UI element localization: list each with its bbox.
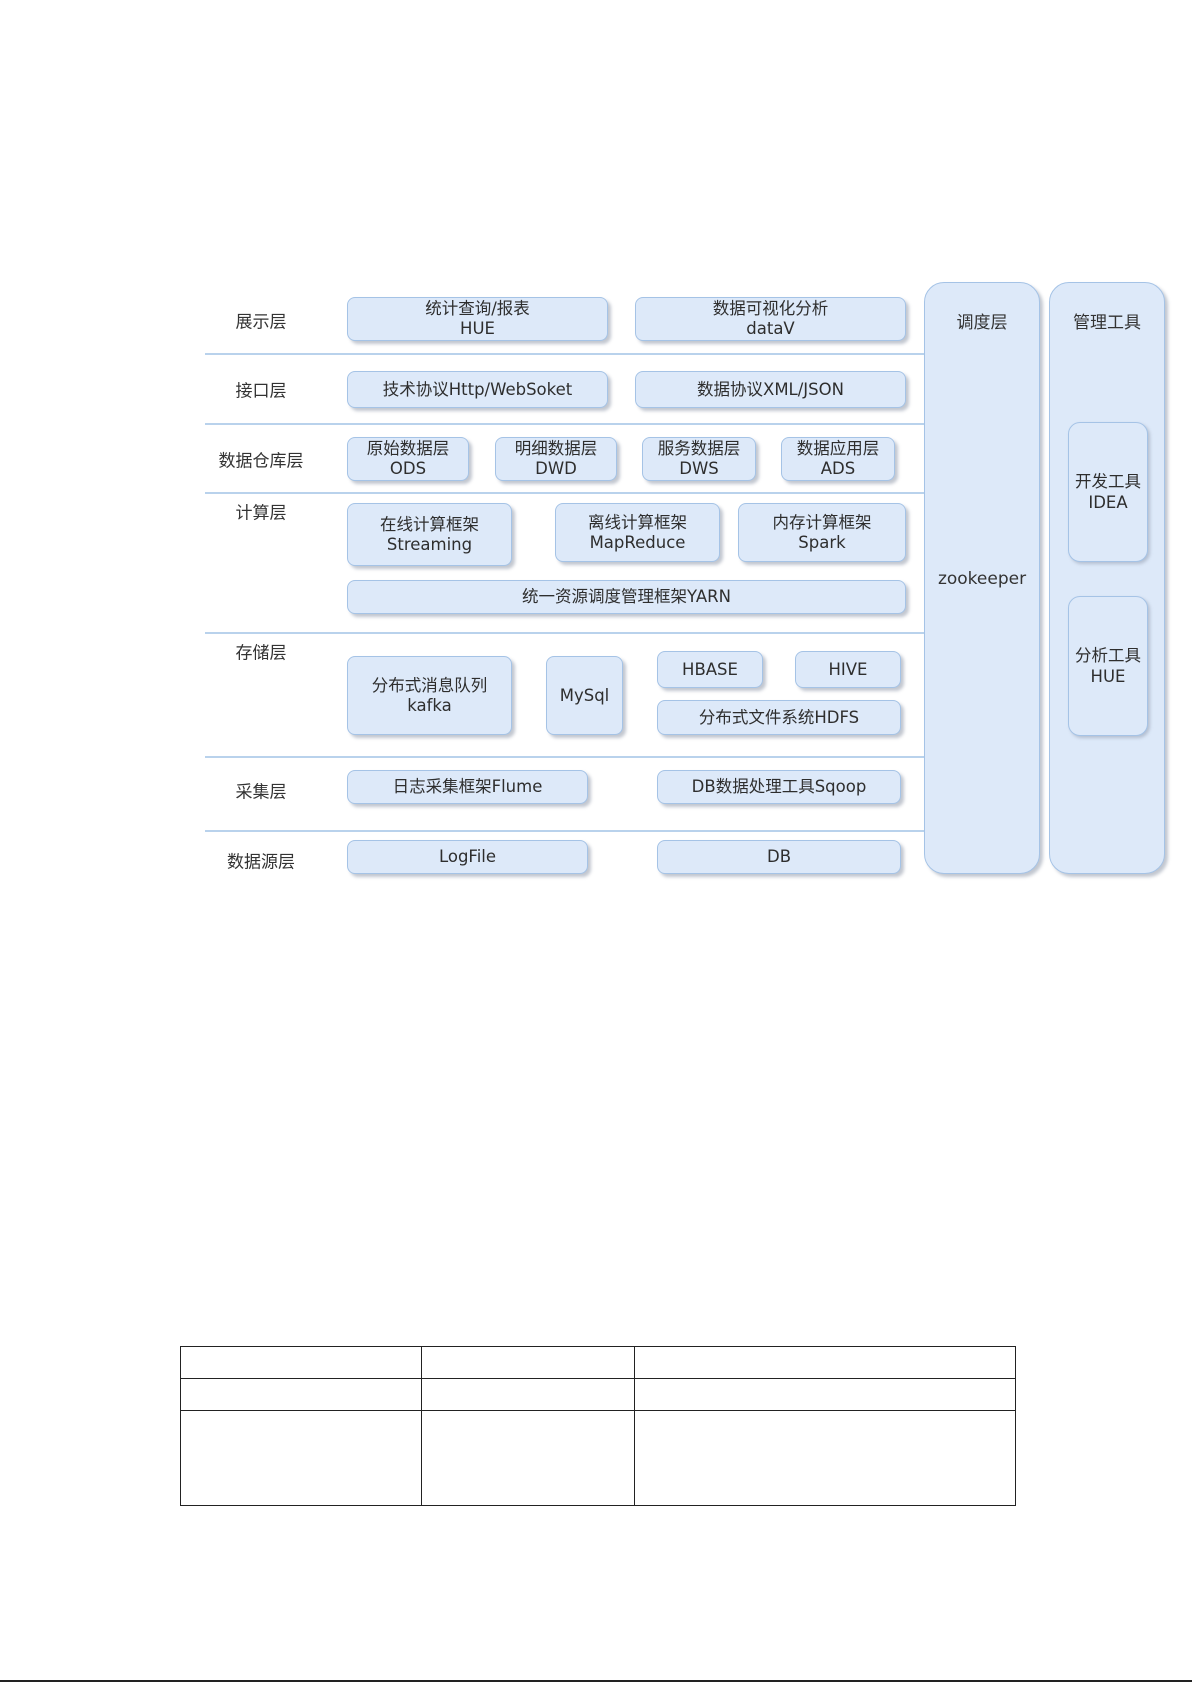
box-data-protocol: 数据协议XML/JSON xyxy=(635,371,906,408)
scheduler-title: 调度层 xyxy=(956,313,1008,333)
box-line: 原始数据层 xyxy=(366,439,450,458)
box-db: DB xyxy=(657,840,901,874)
box-hbase: HBASE xyxy=(657,651,763,688)
management-title: 管理工具 xyxy=(1073,313,1141,333)
box-mapreduce: 离线计算框架 MapReduce xyxy=(555,503,720,562)
layer-label-interface: 接口层 xyxy=(235,381,287,402)
box-line: Streaming xyxy=(386,534,473,554)
table-row xyxy=(180,1410,1016,1506)
box-line: ADS xyxy=(820,459,856,478)
box-hive: HIVE xyxy=(795,651,901,688)
separator-line xyxy=(205,756,930,758)
table-cell xyxy=(421,1378,635,1411)
management-column: 管理工具 开发工具 IDEA 分析工具 HUE xyxy=(1049,282,1165,874)
table-cell xyxy=(180,1410,422,1506)
separator-line xyxy=(205,353,930,355)
box-line: 离线计算框架 xyxy=(588,512,687,532)
box-line: HUE xyxy=(1090,667,1126,686)
layer-label-storage: 存储层 xyxy=(235,643,287,664)
table-cell xyxy=(180,1346,422,1379)
dev-tool-box: 开发工具 IDEA xyxy=(1068,422,1148,562)
box-line: HUE xyxy=(460,319,495,338)
box-line: dataV xyxy=(746,319,795,338)
box-spark: 内存计算框架 Spark xyxy=(738,503,906,562)
box-ods: 原始数据层 ODS xyxy=(347,437,469,481)
box-line: kafka xyxy=(407,695,452,715)
box-line: 分析工具 xyxy=(1075,646,1141,665)
layer-label-source: 数据源层 xyxy=(227,852,295,873)
table-cell xyxy=(421,1346,635,1379)
box-logfile: LogFile xyxy=(347,840,588,874)
box-dws: 服务数据层 DWS xyxy=(642,437,756,481)
empty-table xyxy=(180,1346,1016,1506)
table-cell xyxy=(634,1410,1016,1506)
box-line: 数据应用层 xyxy=(796,439,880,458)
box-line: 数据可视化分析 xyxy=(712,299,829,318)
box-stat-query-report: 统计查询/报表 HUE xyxy=(347,297,608,341)
analysis-tool-box: 分析工具 HUE xyxy=(1068,596,1148,736)
box-line: 服务数据层 xyxy=(657,439,741,458)
table-cell xyxy=(634,1378,1016,1411)
separator-line xyxy=(205,492,930,494)
box-flume: 日志采集框架Flume xyxy=(347,770,588,804)
box-hdfs: 分布式文件系统HDFS xyxy=(657,700,901,735)
layer-label-warehouse: 数据仓库层 xyxy=(218,451,304,472)
box-tech-protocol: 技术协议Http/WebSoket xyxy=(347,371,608,408)
box-yarn: 统一资源调度管理框架YARN xyxy=(347,580,906,614)
separator-line xyxy=(205,423,930,425)
box-ads: 数据应用层 ADS xyxy=(781,437,895,481)
box-line: DWD xyxy=(535,459,577,478)
layer-label-compute: 计算层 xyxy=(235,503,287,524)
layer-label-collection: 采集层 xyxy=(235,782,287,803)
box-kafka: 分布式消息队列 kafka xyxy=(347,656,512,735)
box-line: MapReduce xyxy=(589,532,686,552)
table-row xyxy=(180,1346,1016,1379)
box-streaming: 在线计算框架 Streaming xyxy=(347,503,512,566)
table-row xyxy=(180,1378,1016,1411)
table-cell xyxy=(634,1346,1016,1379)
box-line: DWS xyxy=(679,459,719,478)
box-mysql: MySql xyxy=(546,656,623,735)
separator-line xyxy=(205,632,930,634)
box-data-visualization: 数据可视化分析 dataV xyxy=(635,297,906,341)
footer-line xyxy=(0,1680,1192,1682)
box-line: 开发工具 xyxy=(1075,472,1141,491)
box-line: 统计查询/报表 xyxy=(425,299,530,318)
box-line: ODS xyxy=(389,459,427,478)
box-sqoop: DB数据处理工具Sqoop xyxy=(657,770,901,804)
scheduler-tool: zookeeper xyxy=(937,569,1027,589)
box-line: 明细数据层 xyxy=(514,439,598,458)
box-line: 在线计算框架 xyxy=(380,514,479,534)
box-line: 分布式消息队列 xyxy=(371,675,488,695)
box-line: Spark xyxy=(798,532,846,552)
box-line: 内存计算框架 xyxy=(772,512,872,532)
scheduler-column: 调度层 zookeeper xyxy=(924,282,1040,874)
table-cell xyxy=(421,1410,635,1506)
separator-line xyxy=(205,830,930,832)
box-line: IDEA xyxy=(1088,493,1128,512)
table-cell xyxy=(180,1378,422,1411)
layer-label-presentation: 展示层 xyxy=(235,312,287,333)
box-dwd: 明细数据层 DWD xyxy=(495,437,617,481)
